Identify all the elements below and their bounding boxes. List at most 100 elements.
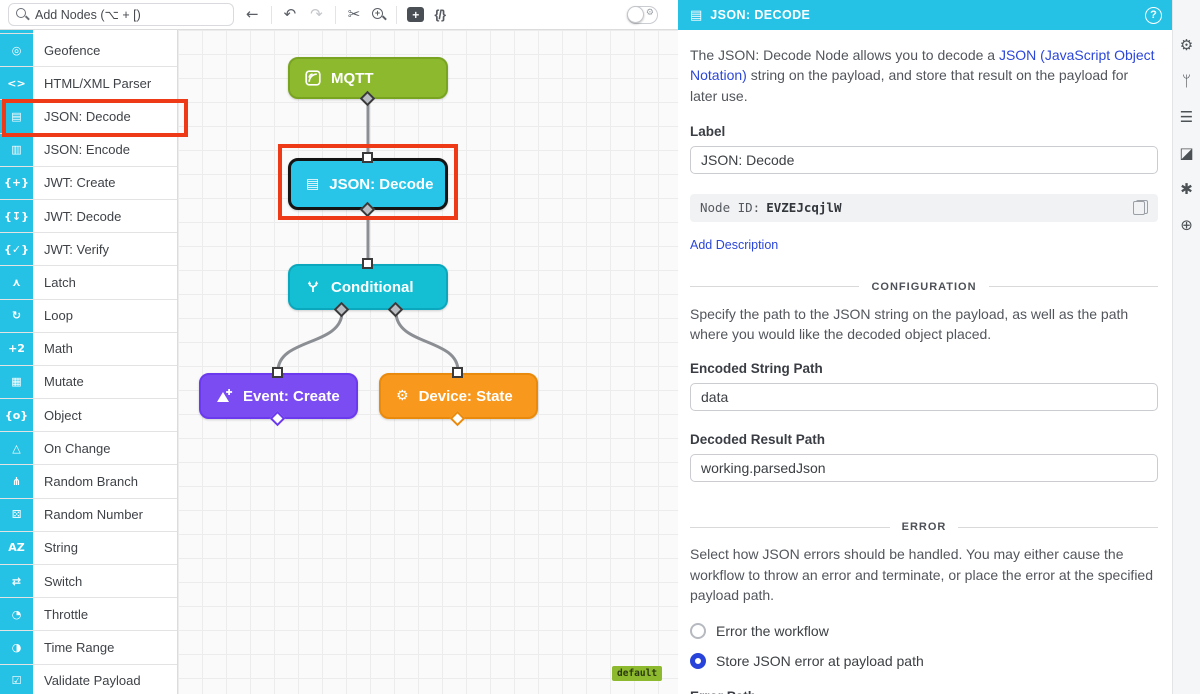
palette-item-icon: ⇄ [0, 565, 33, 598]
collapse-palette-button[interactable]: ← [246, 5, 259, 23]
encoded-string-path-label: Encoded String Path [690, 361, 823, 377]
globe-icon[interactable]: ⊕ [1180, 216, 1193, 234]
zoom-in-button[interactable]: + [372, 7, 386, 22]
palette-item[interactable]: ▥ JSON: Encode [0, 133, 177, 167]
cut-scissors-button[interactable]: ✂ [347, 5, 361, 23]
workflow-canvas[interactable]: MQTT ▤ JSON: Decode Conditional Event: C… [178, 30, 678, 694]
redo-button[interactable]: ↷ [310, 5, 323, 23]
palette-item[interactable]: ◑ Time Range [0, 631, 177, 665]
palette-item[interactable]: ▤ JSON: Decode [0, 100, 177, 134]
palette-item[interactable]: ▦ Mutate [0, 365, 177, 400]
add-nodes-search[interactable] [8, 3, 234, 26]
description-pre: The JSON: Decode Node allows you to deco… [690, 47, 999, 63]
palette-item[interactable]: {✓} JWT: Verify [0, 233, 177, 267]
node-mqtt[interactable]: MQTT [288, 57, 448, 99]
node-device-state[interactable]: ⚙ Device: State [379, 373, 538, 419]
node-label: Conditional [331, 278, 414, 296]
edge-label-default: default [612, 666, 663, 681]
mqtt-icon [305, 70, 321, 86]
palette-item-icon: AZ [0, 531, 33, 564]
node-label: Device: State [418, 387, 513, 405]
dashboards-chart-icon[interactable]: ◪ [1179, 144, 1194, 162]
palette-item-label: On Change [44, 440, 111, 456]
palette-item-icon: {+} [0, 166, 33, 199]
palette-item[interactable]: ◔ Throttle [0, 598, 177, 632]
copy-icon[interactable] [1133, 200, 1148, 216]
palette-item[interactable]: ↻ Loop [0, 299, 177, 333]
palette-item[interactable]: △ On Change [0, 432, 177, 466]
palette-item-label: JWT: Decode [44, 208, 122, 224]
device-gear-icon: ⚙ [396, 388, 409, 404]
palette-item[interactable]: {o} Object [0, 399, 177, 433]
palette-item-label: Object [44, 407, 82, 423]
palette-item[interactable]: ◎ Geofence [0, 34, 177, 68]
palette-item[interactable]: ☑ Validate Payload [0, 664, 177, 694]
debug-mode-toggle[interactable]: ⚙ [627, 5, 658, 24]
palette-item-icon: {o} [0, 399, 33, 432]
palette-item-icon: ▦ [0, 365, 33, 399]
add-description-link[interactable]: Add Description [690, 237, 779, 252]
node-id-prefix: Node ID: [700, 200, 761, 216]
toggle-knob [627, 5, 644, 23]
palette-item[interactable]: AZ String [0, 531, 177, 565]
palette-item-label: JSON: Encode [44, 142, 130, 158]
input-port-json-decode[interactable] [362, 152, 373, 163]
code-view-button[interactable]: {/} [434, 7, 446, 22]
help-icon[interactable]: ? [1145, 6, 1162, 24]
search-input[interactable] [8, 3, 234, 26]
event-plus-icon [216, 388, 233, 404]
error-path-label: Error Path [690, 689, 1158, 694]
add-comment-button[interactable]: + [407, 7, 425, 22]
palette-item[interactable]: ⋔ Random Branch [0, 465, 177, 499]
palette-item[interactable]: <> HTML/XML Parser [0, 67, 177, 101]
node-label: JSON: Decode [329, 175, 434, 193]
app-right-rail: ⚙ ᛘ ☰ ◪ ✱ ⊕ [1172, 0, 1200, 694]
palette-item[interactable]: +2 Math [0, 332, 177, 366]
palette-item[interactable]: ⋏ Latch [0, 266, 177, 300]
palette-item-icon: ◔ [0, 598, 33, 631]
encoded-string-path-input[interactable] [690, 383, 1158, 412]
palette-item-label: Math [44, 341, 73, 357]
palette-item-label: Validate Payload [44, 673, 141, 689]
debug-bug-icon[interactable]: ✱ [1180, 180, 1193, 198]
radio-error-workflow[interactable]: Error the workflow [690, 623, 1158, 640]
palette-item-label: Throttle [44, 606, 89, 622]
node-json-decode[interactable]: ▤ JSON: Decode [288, 158, 448, 210]
configuration-section-header: CONFIGURATION [690, 280, 1159, 293]
node-id-row: Node ID: EVZEJcqjlW [690, 193, 1158, 222]
label-input[interactable] [690, 145, 1158, 174]
radio-selected-icon[interactable] [690, 653, 706, 670]
undo-button[interactable]: ↶ [283, 5, 297, 23]
top-bar: ← ↶ ↷ ✂ + + {/} ⚙ ▤ JSON: DECODE ? [0, 0, 1172, 30]
palette-item-icon: <> [0, 67, 33, 100]
radio-unselected-icon[interactable] [690, 623, 706, 640]
palette-item-icon: +2 [0, 332, 33, 365]
settings-gear-icon[interactable]: ⚙ [1179, 36, 1194, 54]
panel-title: JSON: DECODE [710, 8, 811, 22]
radio-store-json-error[interactable]: Store JSON error at payload path [690, 653, 1158, 670]
json-notation-link[interactable]: JSON (JavaScript Object Notation) [690, 47, 1155, 84]
configuration-section-title: CONFIGURATION [871, 280, 977, 293]
decoded-result-path-input[interactable] [690, 454, 1158, 483]
palette-item[interactable]: {↧} JWT: Decode [0, 199, 177, 234]
versions-branch-icon[interactable]: ᛘ [1181, 72, 1191, 90]
input-port-conditional[interactable] [362, 258, 373, 269]
partial-row-sliver [0, 30, 33, 34]
configuration-description: Specify the path to the JSON string on t… [690, 305, 1129, 343]
node-panel-header: ▤ JSON: DECODE ? [678, 0, 1172, 30]
node-event-create[interactable]: Event: Create [199, 373, 358, 419]
error-section-header: ERROR [690, 521, 1159, 534]
palette-item[interactable]: {+} JWT: Create [0, 166, 177, 200]
error-section-title: ERROR [901, 521, 947, 534]
palette-item-label: JWT: Create [44, 175, 116, 191]
palette-item[interactable]: ⚄ Random Number [0, 498, 177, 532]
node-conditional[interactable]: Conditional [288, 264, 448, 310]
input-port-event-create[interactable] [272, 367, 283, 378]
palette-item-icon: ◑ [0, 631, 33, 664]
palette-item-label: Loop [44, 308, 73, 324]
palette-item[interactable]: ⇄ Switch [0, 565, 177, 599]
palette-item-icon: ⋏ [0, 266, 33, 299]
input-port-device-state[interactable] [452, 367, 463, 378]
data-tables-icon[interactable]: ☰ [1179, 108, 1194, 126]
branch-icon [305, 279, 321, 295]
